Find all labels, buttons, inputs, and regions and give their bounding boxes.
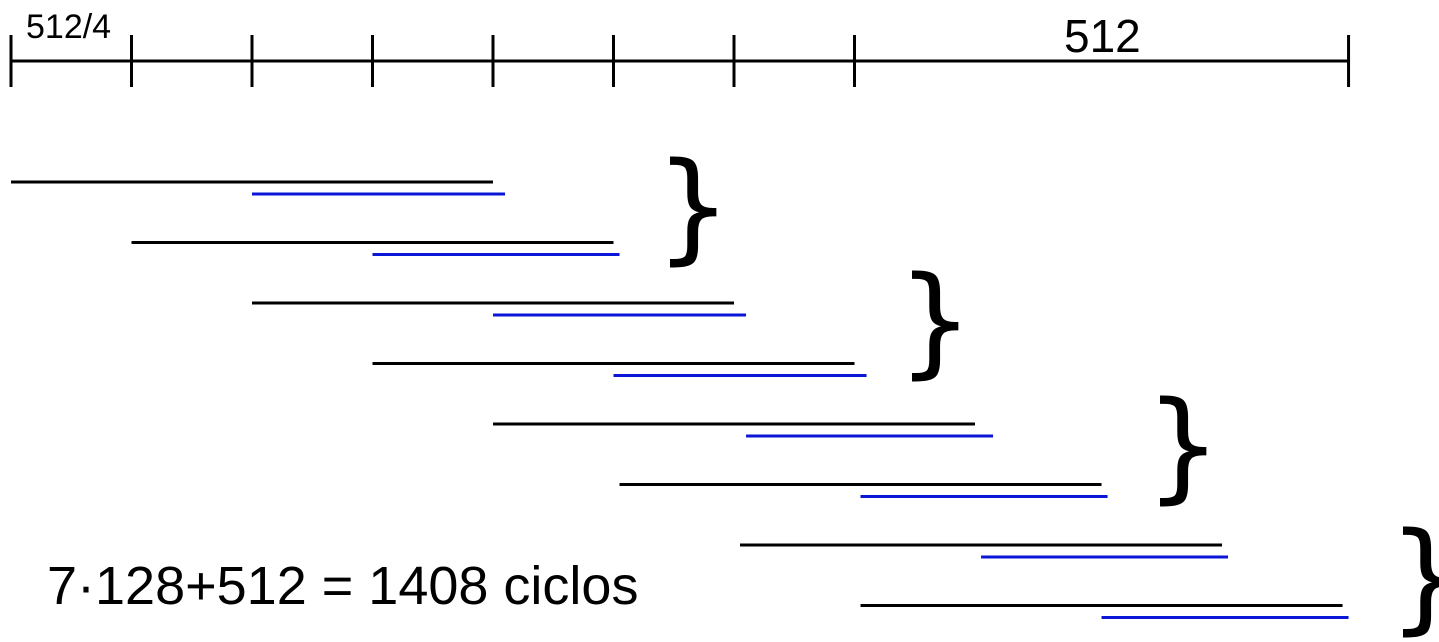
scale-label-large: 512	[1064, 10, 1141, 62]
brace-group-1: }	[655, 138, 731, 277]
brace-group-2: }	[897, 252, 973, 391]
scale-label-small: 512/4	[26, 8, 111, 46]
scale-ticks	[9, 35, 1351, 87]
brace-group-4: }	[1388, 508, 1439, 642]
brace-group-3: }	[1145, 377, 1221, 516]
time-scale: 512/4 512	[9, 8, 1351, 87]
pipeline-rows	[11, 180, 1349, 619]
cycle-formula: 7·128+512 = 1408 ciclos	[47, 556, 638, 616]
pair-braces: }}}}	[655, 138, 1439, 642]
